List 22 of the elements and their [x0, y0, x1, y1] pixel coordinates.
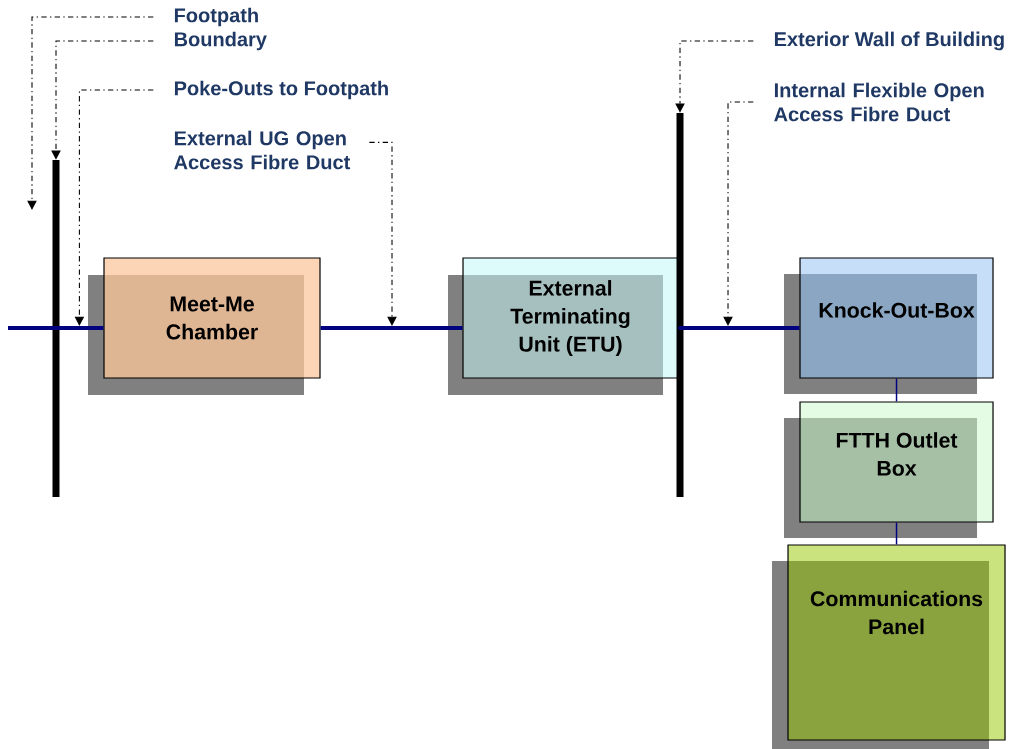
leader-line — [27, 16, 154, 210]
callout-label: Internal Flexible Open Access Fibre Duct — [774, 82, 984, 122]
component-box: Knock-Out-Box — [784, 257, 994, 394]
callout-label: Footpath — [174, 7, 258, 27]
callout-label: Boundary — [174, 31, 267, 51]
leader-line — [675, 40, 754, 113]
cable-line — [678, 326, 800, 330]
leader-line — [51, 40, 154, 160]
component-box: External Terminating Unit (ETU) — [448, 257, 679, 395]
component-box: FTTH Outlet Box — [784, 401, 994, 538]
leader-line — [723, 101, 754, 326]
callout-label: Poke-Outs to Footpath — [174, 80, 388, 100]
cable-line — [8, 326, 104, 330]
callout-label: Exterior Wall of Building — [774, 31, 1004, 51]
component-box: Meet-Me Chamber — [88, 257, 321, 395]
cable-line — [895, 377, 898, 403]
callout-label: External UG Open Access Fibre Duct — [174, 130, 351, 170]
component-box: Communications Panel — [772, 544, 1006, 749]
cable-line — [895, 521, 898, 546]
leader-line — [74, 89, 154, 326]
leader-line — [368, 141, 397, 326]
cable-line — [320, 326, 463, 330]
